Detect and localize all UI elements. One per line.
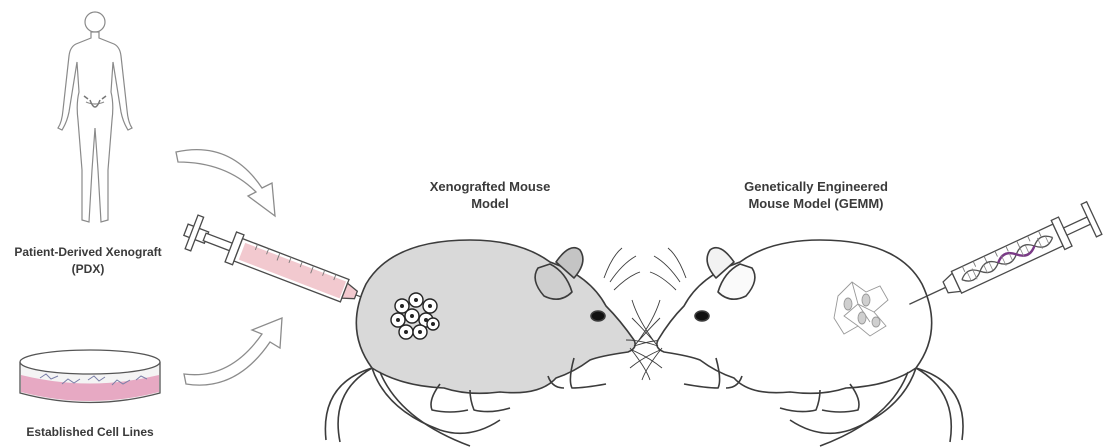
- gemm-label-line2: Mouse Model (GEMM): [706, 195, 926, 212]
- dna-syringe-icon: [902, 202, 1102, 321]
- gemm-label-line1: Genetically Engineered: [706, 178, 926, 195]
- human-silhouette-icon: [58, 12, 132, 222]
- xenograft-mouse-icon: [325, 240, 666, 446]
- pdx-label-line1: Patient-Derived Xenograft: [2, 244, 174, 261]
- xenograft-model-label: Xenografted Mouse Model: [390, 178, 590, 212]
- pdx-label-line2: (PDX): [2, 261, 174, 278]
- pdx-label: Patient-Derived Xenograft (PDX): [2, 244, 174, 278]
- xenograft-label-line1: Xenografted Mouse: [390, 178, 590, 195]
- xenograft-label-line2: Model: [390, 195, 590, 212]
- cell-lines-label: Established Cell Lines: [20, 424, 160, 441]
- gemm-mouse-icon: [626, 240, 963, 446]
- petri-dish-icon: [20, 350, 160, 403]
- gemm-model-label: Genetically Engineered Mouse Model (GEMM…: [706, 178, 926, 212]
